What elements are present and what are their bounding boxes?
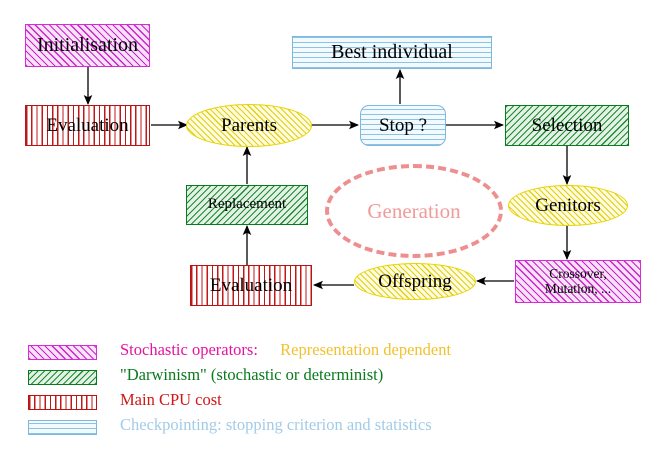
node-offspring-label: Offspring [378, 270, 452, 292]
node-best-individual-label: Best individual [331, 41, 453, 63]
node-generation-group: Generation [325, 164, 503, 258]
node-crossover-label-line1: Crossover, [549, 266, 607, 282]
node-initialisation[interactable]: Initialisation [25, 24, 150, 67]
node-offspring[interactable]: Offspring [354, 263, 476, 300]
node-stop-label: Stop ? [378, 114, 428, 136]
node-evaluation-top[interactable]: Evaluation [25, 105, 150, 146]
legend-text-stochastic: Stochastic operators: Representation dep… [120, 340, 451, 360]
legend-text-stochastic-primary: Stochastic operators: [120, 340, 258, 359]
node-generation-label: Generation [367, 198, 461, 223]
node-parents[interactable]: Parents [186, 104, 312, 147]
node-evaluation-bottom[interactable]: Evaluation [190, 265, 312, 306]
legend-row-checkpointing: Checkpointing: stopping criterion and st… [0, 415, 662, 442]
legend-swatch-red-stripes [28, 395, 97, 410]
legend-text-checkpointing: Checkpointing: stopping criterion and st… [120, 415, 432, 434]
node-stop[interactable]: Stop ? [360, 105, 446, 146]
legend: Stochastic operators: Representation dep… [0, 340, 662, 442]
node-evaluation-bottom-label: Evaluation [209, 274, 293, 296]
node-crossover-label-line2: Mutation, ... [544, 280, 612, 296]
legend-swatch-blue-lines [28, 420, 97, 435]
legend-text-darwinism: "Darwinism" (stochastic or determinist) [120, 365, 384, 384]
node-initialisation-label: Initialisation [36, 34, 139, 56]
legend-row-stochastic: Stochastic operators: Representation dep… [0, 340, 662, 367]
node-genitors-label: Genitors [535, 194, 601, 216]
node-replacement[interactable]: Replacement [186, 185, 308, 225]
legend-row-darwinism: "Darwinism" (stochastic or determinist) [0, 365, 662, 392]
node-selection[interactable]: Selection [505, 105, 629, 146]
node-parents-label: Parents [221, 114, 277, 136]
node-replacement-label: Replacement [207, 196, 287, 213]
node-crossover-mutation[interactable]: Crossover, Mutation, ... [515, 260, 641, 303]
legend-text-cpu-cost: Main CPU cost [120, 390, 222, 409]
node-evaluation-top-label: Evaluation [46, 114, 129, 136]
legend-row-cpu-cost: Main CPU cost [0, 390, 662, 417]
legend-text-stochastic-secondary: Representation dependent [280, 340, 452, 359]
legend-swatch-magenta-hatch [28, 345, 97, 360]
legend-swatch-green-hatch [28, 370, 97, 385]
node-genitors[interactable]: Genitors [508, 185, 628, 226]
node-selection-label: Selection [531, 114, 603, 136]
node-best-individual[interactable]: Best individual [292, 36, 492, 69]
